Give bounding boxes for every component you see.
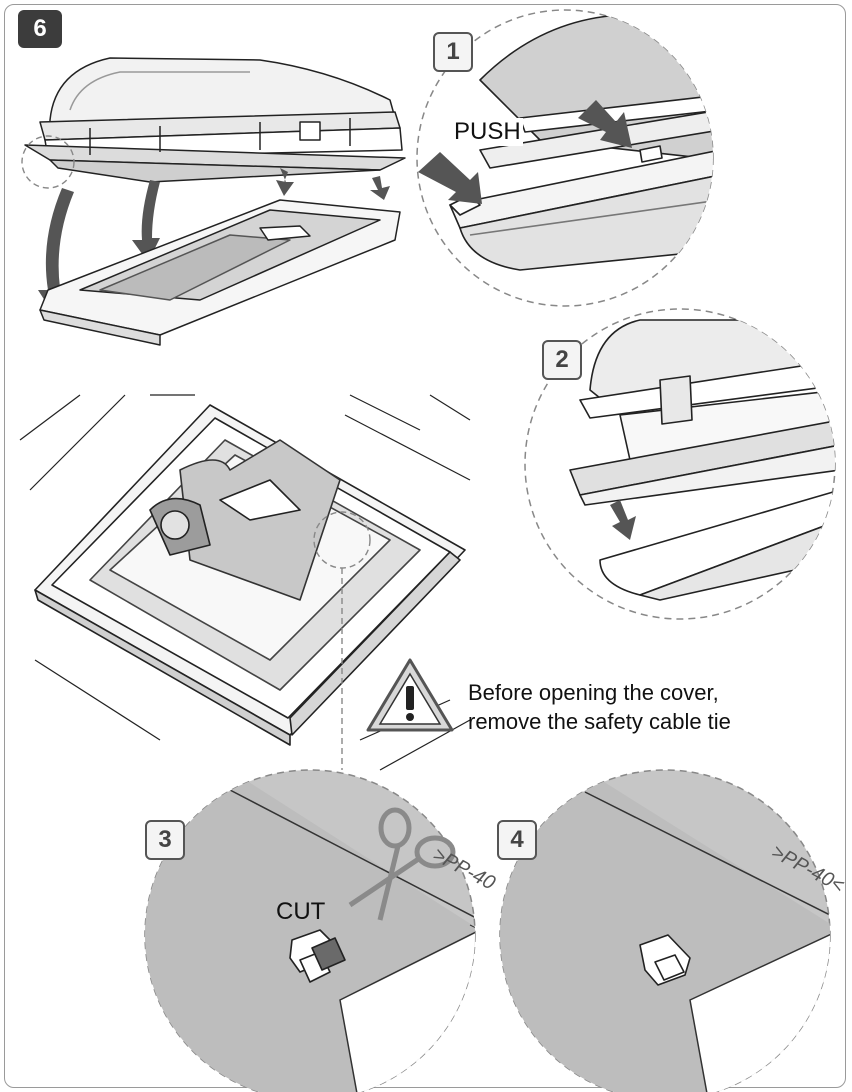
- cable-tie-3: [289, 929, 346, 983]
- push-label: PUSH: [452, 118, 523, 146]
- step-4-badge: 4: [497, 820, 537, 860]
- warning-message: Before opening the cover, remove the saf…: [468, 678, 731, 736]
- ceiling-frame: [34, 404, 466, 746]
- step-6-badge: 6: [18, 10, 62, 48]
- scissors-icon: [348, 807, 456, 921]
- step-1-badge: 1: [433, 32, 473, 72]
- cut-label: CUT: [276, 898, 326, 925]
- warning-line-2: remove the safety cable tie: [468, 709, 731, 734]
- push-arrows: [418, 100, 632, 204]
- detail-marker-left: [21, 135, 75, 189]
- vent-unit-illustration: [24, 57, 406, 183]
- diagram-frame: [4, 4, 846, 1088]
- inner-cover-panel: [39, 199, 401, 346]
- warning-icon: [366, 658, 454, 732]
- step-3-badge: 3: [145, 820, 185, 860]
- remove-cover-arrows: [38, 168, 390, 318]
- cable-tie-4: [639, 934, 691, 986]
- step-2-badge: 2: [542, 340, 582, 380]
- warning-line-1: Before opening the cover,: [468, 680, 719, 705]
- release-arrow: [610, 500, 636, 540]
